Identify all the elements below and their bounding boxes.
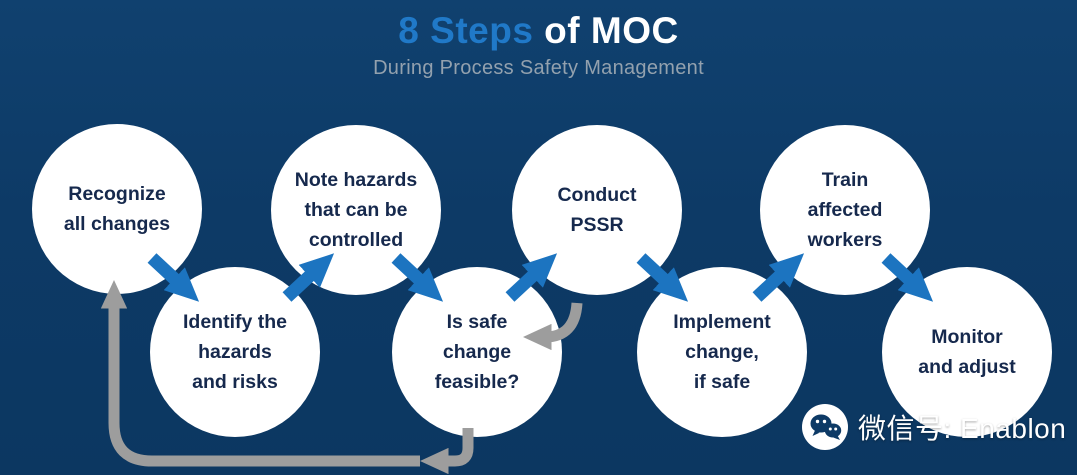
watermark-label: 微信号: Enablon: [858, 413, 1067, 444]
step-2-circle: Identify the hazards and risks: [150, 267, 320, 437]
step-5-label: Conduct PSSR: [557, 183, 637, 236]
title-highlight: 8 Steps: [398, 10, 534, 51]
step-4-label: Is safe change feasible?: [434, 310, 520, 394]
step-4-circle: Is safe change feasible?: [392, 267, 562, 437]
step-1-circle: Recognize all changes: [32, 124, 202, 294]
step-8-label: Monitor and adjust: [918, 325, 1016, 378]
wechat-icon: [802, 404, 848, 450]
title-rest: of MOC: [533, 10, 679, 51]
watermark: 微信号: Enablon: [802, 404, 1066, 450]
step-5-circle: Conduct PSSR: [512, 125, 682, 295]
step-6-circle: Implement change, if safe: [637, 267, 807, 437]
step-1-label: Recognize all changes: [63, 182, 171, 235]
step-2-label: Identify the hazards and risks: [182, 310, 287, 394]
step-3-label: Note hazards that can be controlled: [294, 168, 418, 252]
page-title: 8 Steps of MOC: [0, 10, 1077, 52]
page-subtitle: During Process Safety Management: [373, 57, 704, 79]
step-6-label: Implement change, if safe: [673, 310, 771, 394]
step-3-circle: Note hazards that can be controlled: [271, 125, 441, 295]
step-7-circle: Train affected workers: [760, 125, 930, 295]
step-7-label: Train affected workers: [807, 168, 883, 252]
header: 8 Steps of MOC During Process Safety Man…: [0, 10, 1077, 80]
